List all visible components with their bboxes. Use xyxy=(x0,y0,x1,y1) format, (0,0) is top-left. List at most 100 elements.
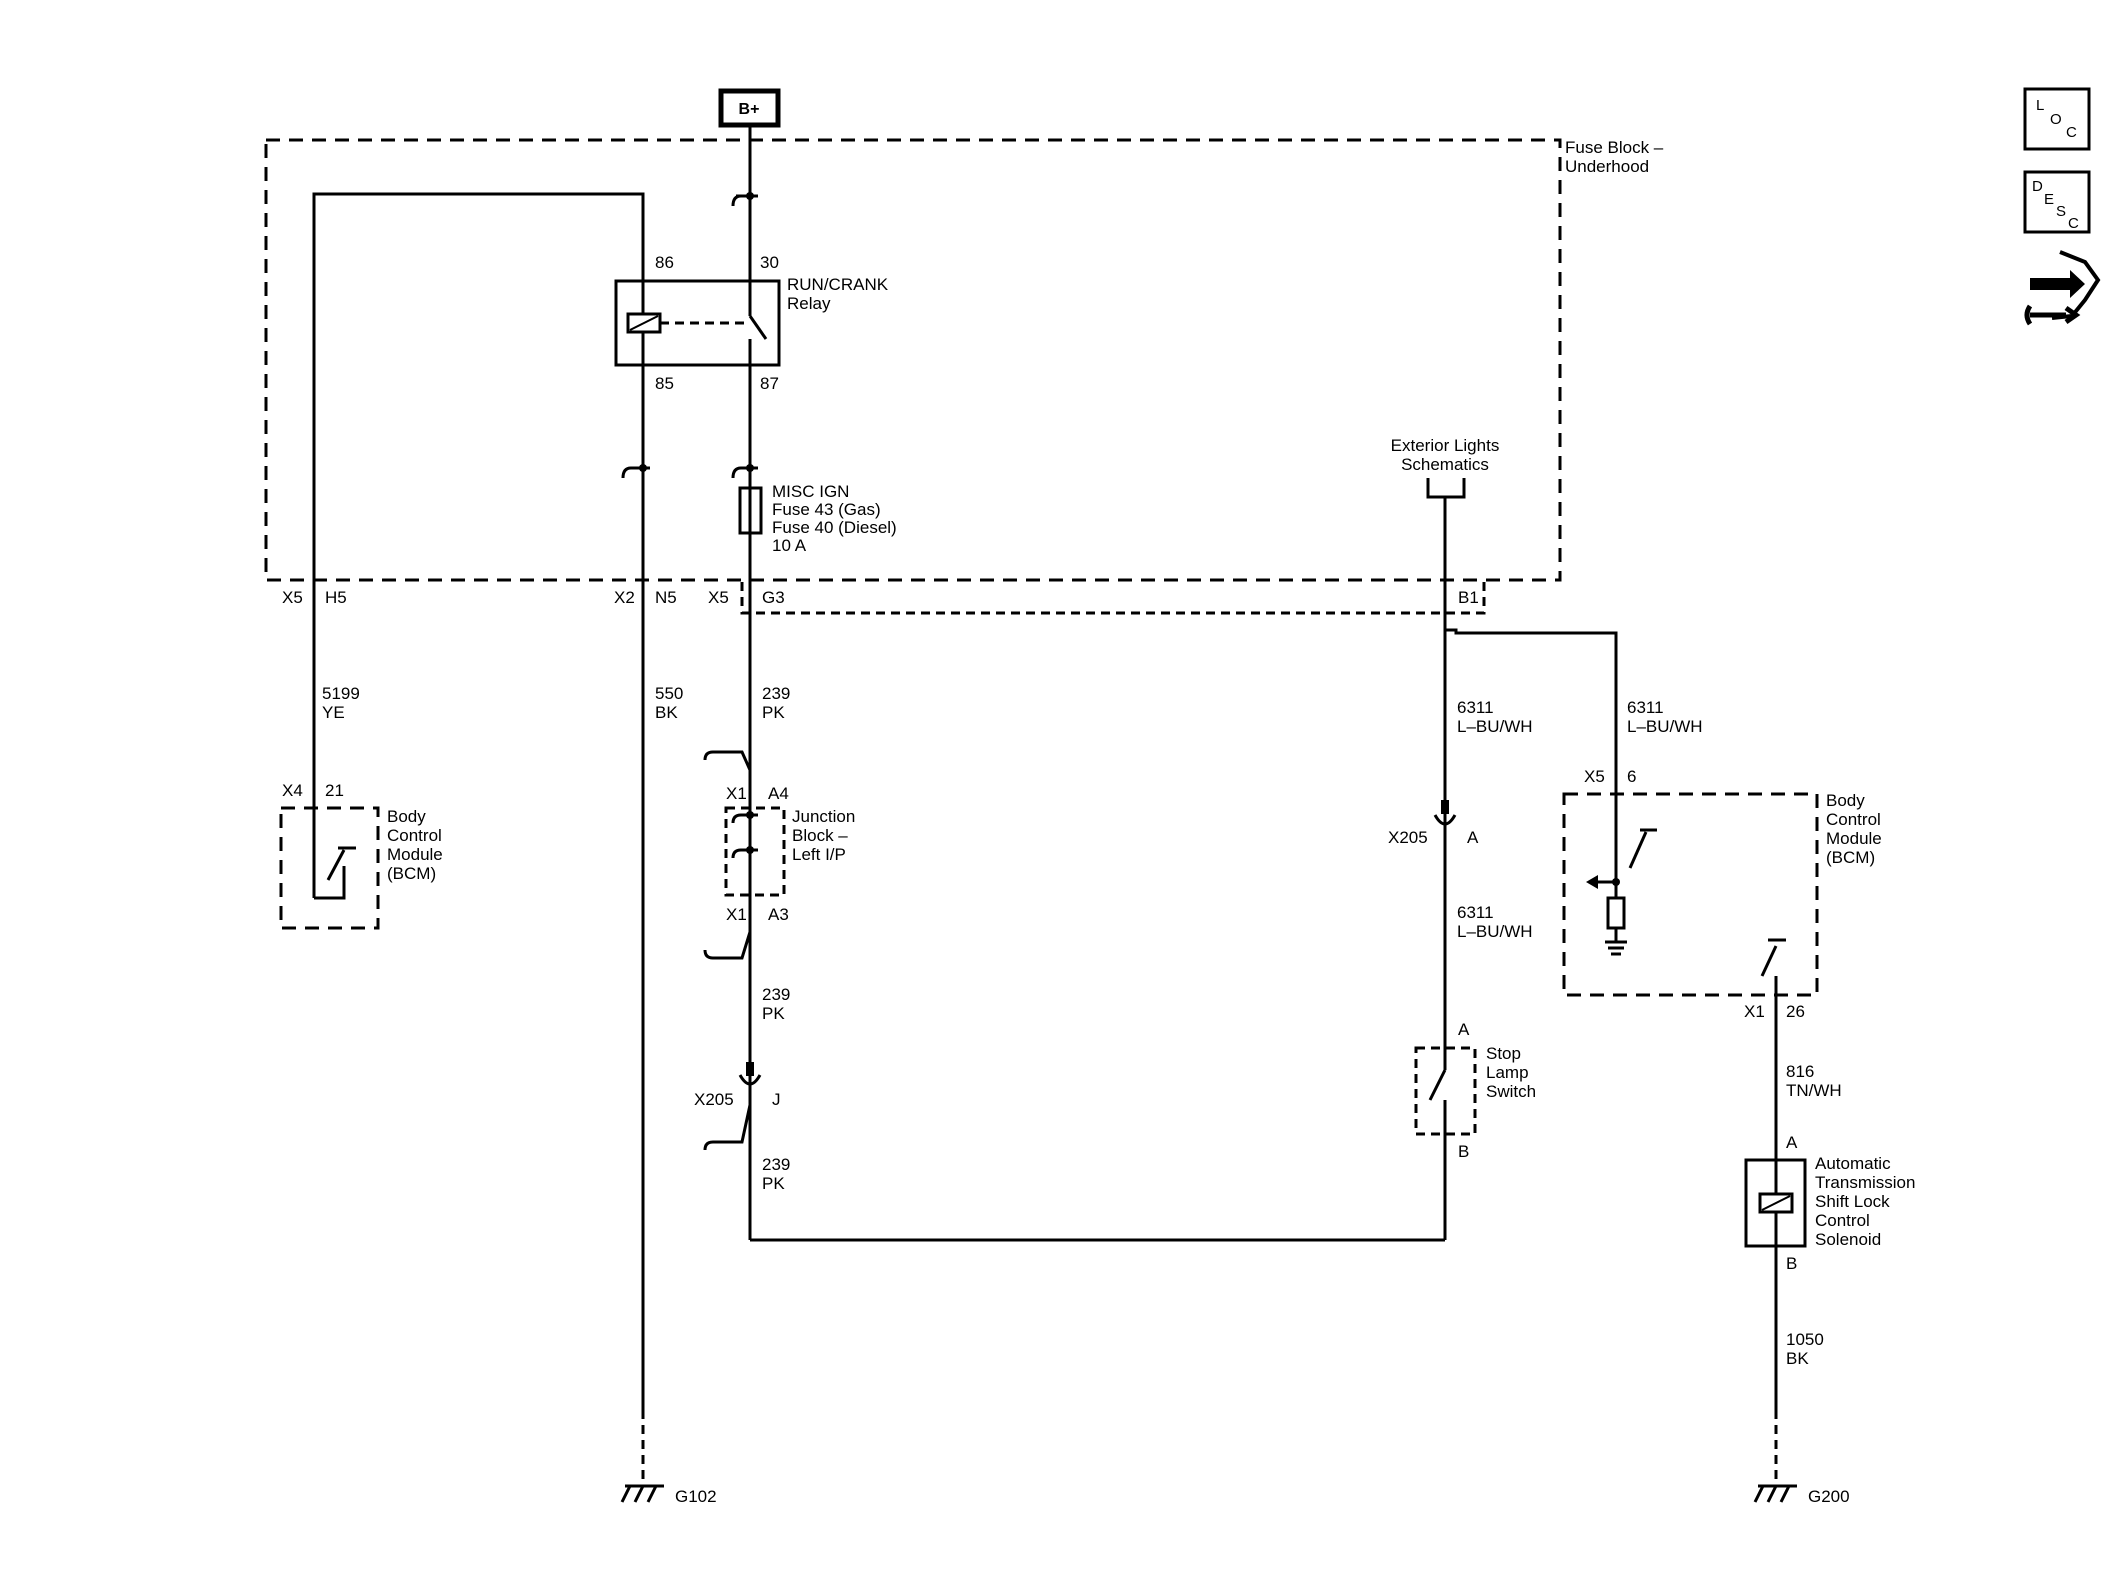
ext-lights-label-1: Exterior Lights xyxy=(1391,436,1500,455)
fuse-label-2: Fuse 43 (Gas) xyxy=(772,500,881,519)
bcm-right-label-3: Module xyxy=(1826,829,1882,848)
conn-h5: H5 xyxy=(325,588,347,607)
solenoid-label-2: Transmission xyxy=(1815,1173,1915,1192)
conn-b1: B1 xyxy=(1458,588,1479,607)
stop-lamp-blade xyxy=(1428,1069,1447,1101)
wire-1050-color: BK xyxy=(1786,1349,1809,1368)
relay-coil-diag xyxy=(629,315,659,331)
conn-x1-b: X1 xyxy=(726,905,747,924)
solenoid-coil-diag xyxy=(1761,1195,1791,1211)
junction-hook-bottom xyxy=(703,931,752,960)
x205-a-connector xyxy=(1433,814,1457,826)
stop-lamp-pin-a: A xyxy=(1458,1020,1470,1039)
splice-dot-239 xyxy=(746,464,754,472)
junction-hook-top xyxy=(703,750,752,771)
bcm-left-label-4: (BCM) xyxy=(387,864,436,883)
bcm-right-resistor xyxy=(1606,896,1626,930)
wire-5199-num: 5199 xyxy=(322,684,360,703)
loc-icon-c: C xyxy=(2066,124,2077,141)
wire-1050-num: 1050 xyxy=(1786,1330,1824,1349)
bcm-left-label-3: Module xyxy=(387,845,443,864)
solenoid-pin-a: A xyxy=(1786,1133,1798,1152)
ground-g200-tick-1 xyxy=(1753,1485,1765,1503)
desc-icon[interactable]: D E S C xyxy=(2023,170,2091,234)
conn-x5-mid: X5 xyxy=(708,588,729,607)
conn-6: 6 xyxy=(1627,767,1636,786)
solenoid-label-4: Control xyxy=(1815,1211,1870,1230)
connector-icon[interactable] xyxy=(2024,250,2101,326)
wire-239b-num: 239 xyxy=(762,985,790,1004)
fuse-block-label-2: Underhood xyxy=(1565,157,1649,176)
bcm-right-label-2: Control xyxy=(1826,810,1881,829)
wire-5199-color: YE xyxy=(322,703,345,722)
wire-6311c-color: L–BU/WH xyxy=(1627,717,1703,736)
conn-a: A xyxy=(1467,828,1479,847)
wire-550-num: 550 xyxy=(655,684,683,703)
x5-connector-outline xyxy=(740,582,1486,615)
junction-block-outline xyxy=(724,806,786,897)
loc-icon-l: L xyxy=(2036,97,2044,114)
ground-g200-tick-2 xyxy=(1766,1485,1778,1503)
wire-239a-num: 239 xyxy=(762,684,790,703)
wire-6311a-color: L–BU/WH xyxy=(1457,717,1533,736)
junction-dot-2 xyxy=(746,846,754,854)
conn-a3: A3 xyxy=(768,905,789,924)
connector-hook-550 xyxy=(621,466,650,479)
relay-name-1: RUN/CRANK xyxy=(787,275,889,294)
wire-239c-color: PK xyxy=(762,1174,785,1193)
bcm-left-return xyxy=(314,866,346,900)
relay-pin-87: 87 xyxy=(760,374,779,393)
conn-x5-right: X5 xyxy=(1584,767,1605,786)
conn-x2: X2 xyxy=(614,588,635,607)
conn-x1-c: X1 xyxy=(1744,1002,1765,1021)
bcm-left-label-1: Body xyxy=(387,807,426,826)
fuse-label-4: 10 A xyxy=(772,536,807,555)
desc-icon-e: E xyxy=(2044,191,2054,208)
relay-switch-blade xyxy=(748,315,768,340)
junction-label-1: Junction xyxy=(792,807,855,826)
stop-lamp-pin-b: B xyxy=(1458,1142,1469,1161)
ground-g200-tick-3 xyxy=(1779,1485,1791,1503)
bcm-right-switch xyxy=(1628,831,1648,869)
bcm-left-outline xyxy=(279,806,380,930)
bcm-left-label-2: Control xyxy=(387,826,442,845)
conn-x205-j: X205 xyxy=(694,1090,734,1109)
bcm-right-label-4: (BCM) xyxy=(1826,848,1875,867)
connector-hook-239 xyxy=(731,466,758,479)
stop-lamp-label-2: Lamp xyxy=(1486,1063,1529,1082)
fuse-block-outline xyxy=(264,138,1562,582)
solenoid-label-3: Shift Lock xyxy=(1815,1192,1890,1211)
fuse-block-label-1: Fuse Block – xyxy=(1565,138,1664,157)
bcm-right-outline xyxy=(1562,792,1819,997)
conn-j: J xyxy=(772,1090,781,1109)
stop-lamp-label-1: Stop xyxy=(1486,1044,1521,1063)
ext-lights-bracket xyxy=(1426,478,1466,499)
wire-816-num: 816 xyxy=(1786,1062,1814,1081)
relay-name-2: Relay xyxy=(787,294,831,313)
x205-j-pin xyxy=(746,1062,754,1076)
splice-dot-550 xyxy=(639,464,647,472)
desc-icon-d: D xyxy=(2032,178,2043,195)
ground-g200-label: G200 xyxy=(1808,1487,1850,1506)
solenoid-label-5: Solenoid xyxy=(1815,1230,1881,1249)
loc-icon[interactable]: L O C xyxy=(2023,87,2091,151)
bcm-left-switch xyxy=(326,849,346,881)
wire-6311b-num: 6311 xyxy=(1457,903,1494,922)
ground-g102-label: G102 xyxy=(675,1487,717,1506)
battery-label: B+ xyxy=(739,101,760,118)
relay-pin-85: 85 xyxy=(655,374,674,393)
conn-x4: X4 xyxy=(282,781,303,800)
loc-icon-o: O xyxy=(2050,111,2062,128)
wire-816-color: TN/WH xyxy=(1786,1081,1842,1100)
wire-239b-color: PK xyxy=(762,1004,785,1023)
fuse-label-1: MISC IGN xyxy=(772,482,849,501)
relay-pin-30: 30 xyxy=(760,253,779,272)
connector-hook-top xyxy=(731,194,758,207)
wire-5199 xyxy=(312,192,645,898)
desc-icon-c: C xyxy=(2068,215,2079,232)
wire-6311a-num: 6311 xyxy=(1457,698,1494,717)
wire-550-color: BK xyxy=(655,703,678,722)
conn-g3: G3 xyxy=(762,588,785,607)
junction-label-3: Left I/P xyxy=(792,845,846,864)
